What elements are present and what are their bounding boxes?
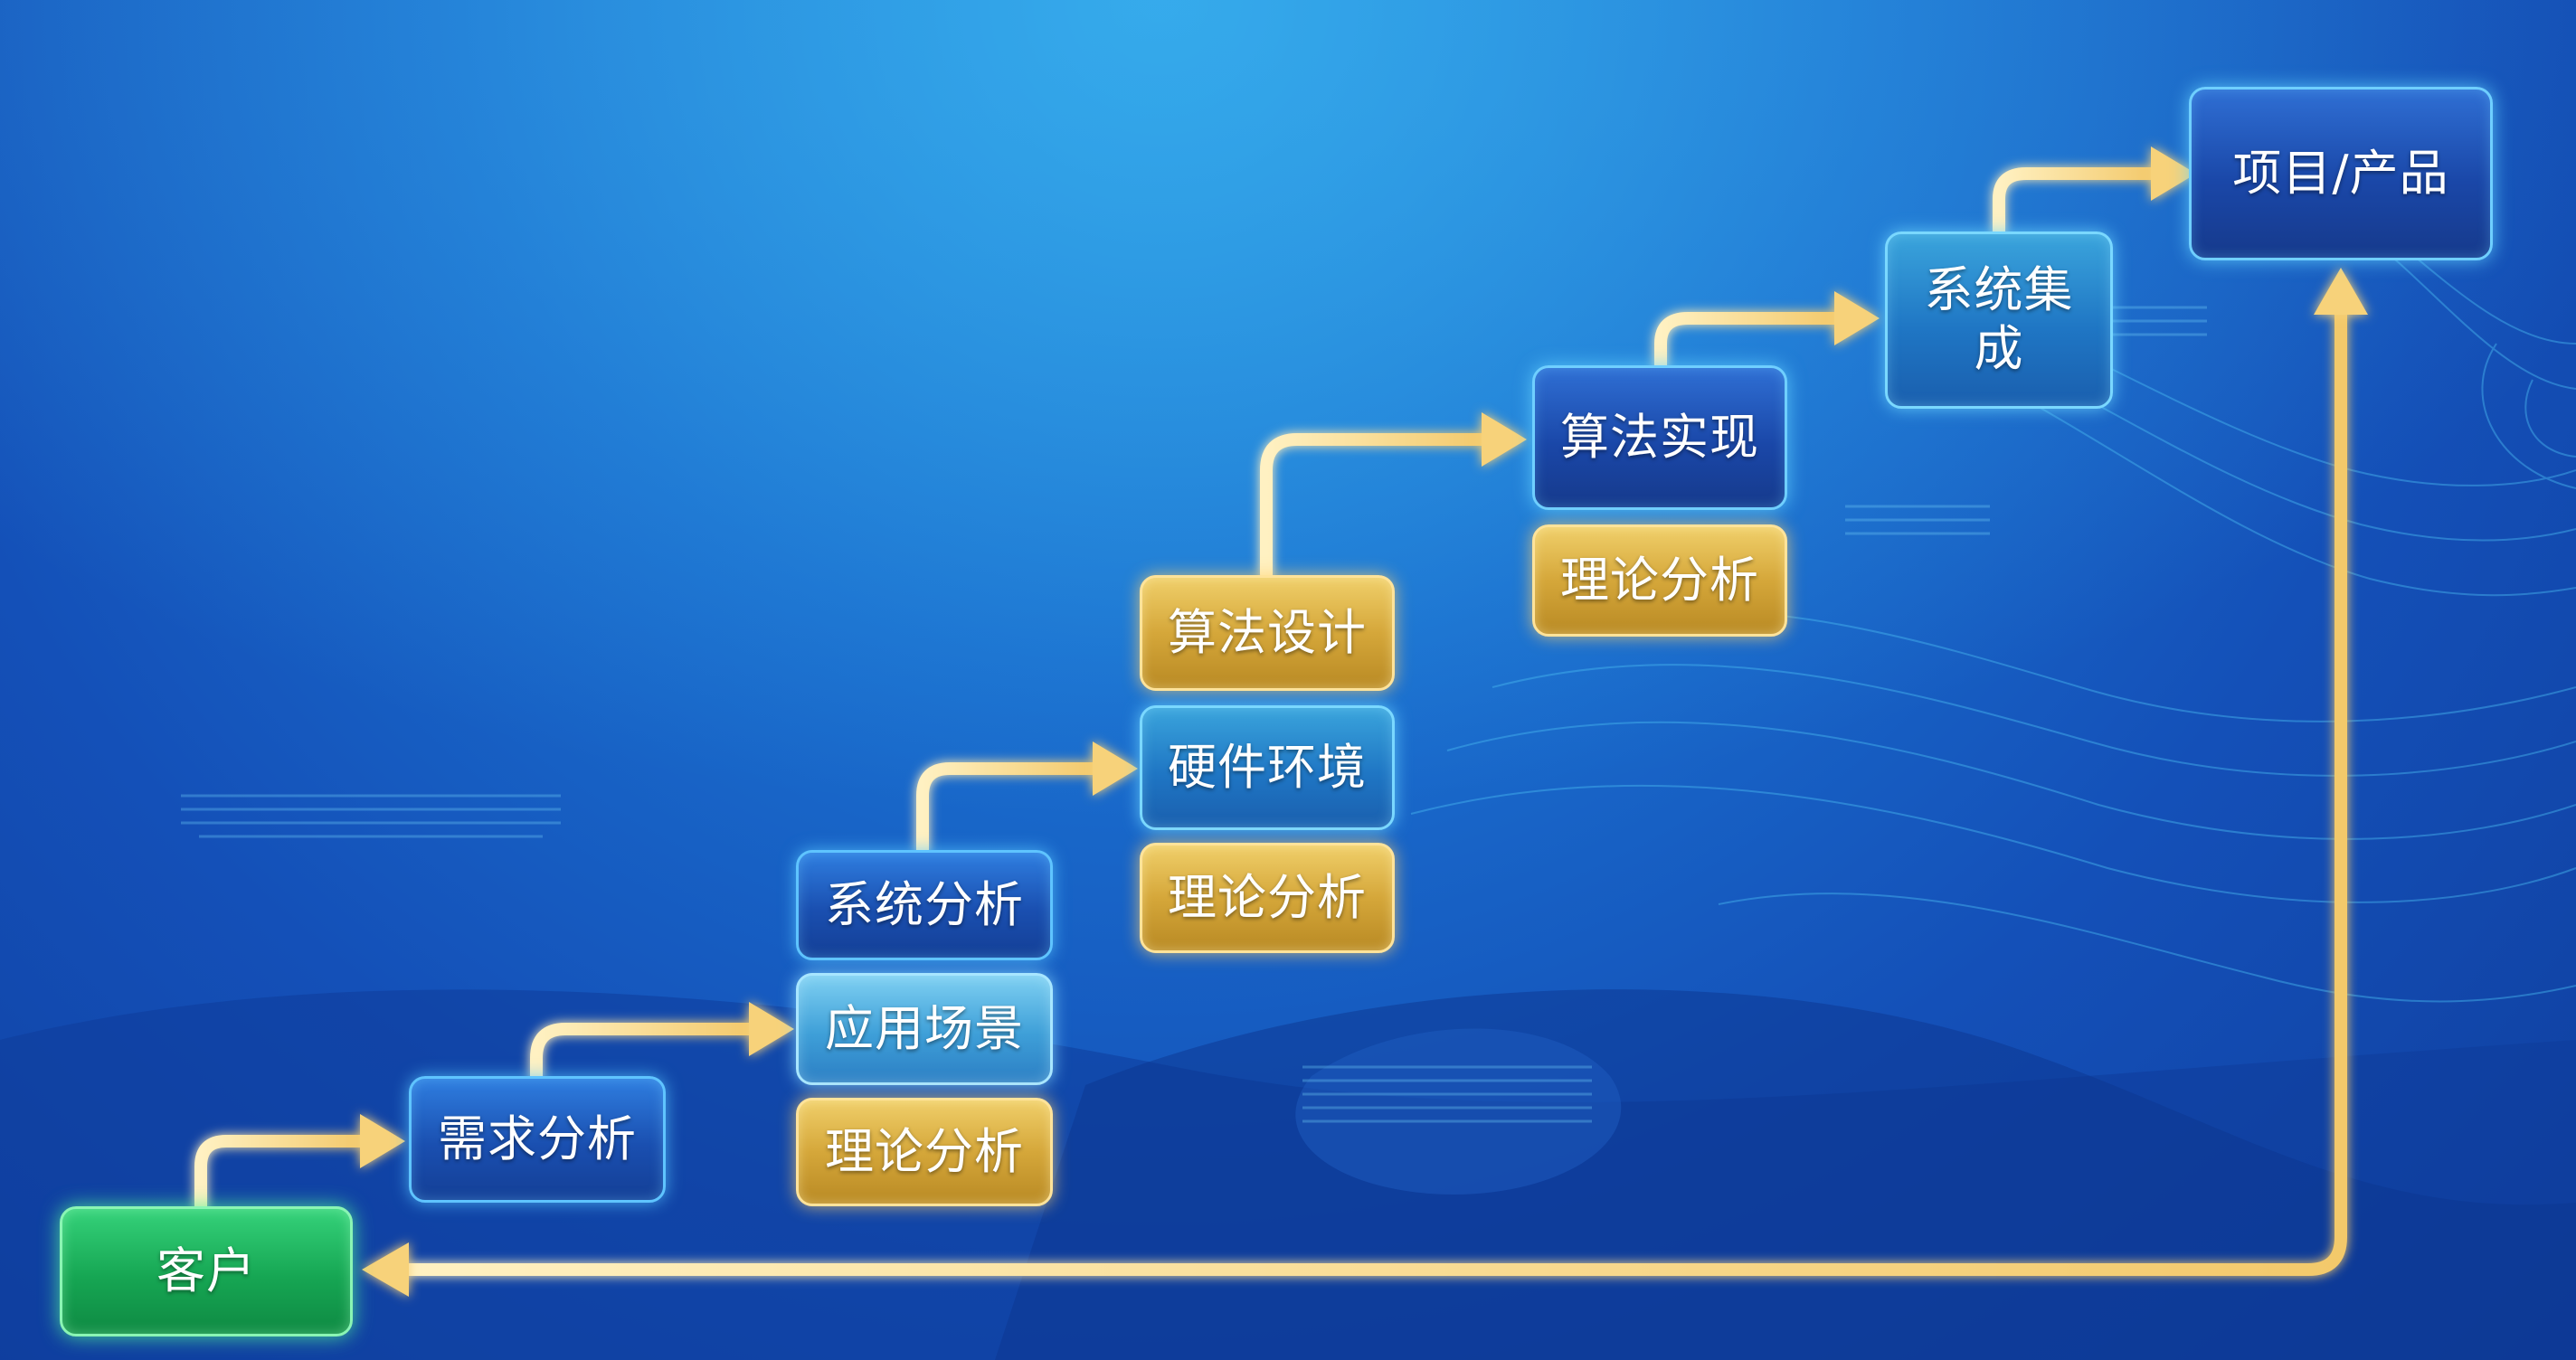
arrowhead-hardware bbox=[1093, 741, 1138, 796]
node-customer: 客户 bbox=[60, 1206, 353, 1336]
arrow-system-to-hardware bbox=[916, 762, 1101, 856]
node-algorithm-implementation-label: 算法实现 bbox=[1560, 408, 1759, 466]
node-algorithm-design: 算法设计 bbox=[1140, 575, 1395, 691]
arrowhead-product bbox=[2151, 146, 2196, 201]
node-algorithm-implementation: 算法实现 bbox=[1532, 365, 1787, 510]
node-system-integration-label-line2: 成 bbox=[1974, 320, 2024, 377]
node-system-integration: 系统集 成 bbox=[1885, 231, 2113, 409]
node-system-integration-label-line1: 系统集 bbox=[1924, 261, 2074, 319]
node-project-product: 项目/产品 bbox=[2189, 87, 2493, 260]
node-theory-analysis-2-label: 理论分析 bbox=[1168, 868, 1367, 926]
node-hardware-environment: 硬件环境 bbox=[1140, 705, 1395, 830]
node-system-analysis-label: 系统分析 bbox=[825, 875, 1024, 933]
arrowhead-product-up bbox=[2314, 268, 2368, 315]
node-application-scenario-label: 应用场景 bbox=[825, 999, 1024, 1057]
node-theory-analysis-3: 理论分析 bbox=[1532, 524, 1787, 637]
arrow-product-to-customer bbox=[401, 292, 2347, 1276]
arrow-design-to-implementation bbox=[1260, 433, 1490, 581]
arrowhead-customer bbox=[362, 1242, 409, 1297]
arrowhead-implementation bbox=[1482, 412, 1527, 467]
arrowhead-requirement bbox=[360, 1114, 405, 1168]
arrow-customer-to-requirement bbox=[194, 1135, 368, 1213]
arrow-requirement-to-scenario bbox=[530, 1023, 757, 1082]
node-requirement-analysis-label: 需求分析 bbox=[438, 1110, 637, 1167]
node-application-scenario: 应用场景 bbox=[796, 973, 1053, 1085]
node-theory-analysis-1-label: 理论分析 bbox=[825, 1122, 1024, 1180]
node-theory-analysis-2: 理论分析 bbox=[1140, 843, 1395, 953]
arrowhead-scenario bbox=[749, 1002, 794, 1056]
node-hardware-environment-label: 硬件环境 bbox=[1168, 738, 1367, 796]
arrowhead-integration bbox=[1834, 291, 1880, 345]
node-theory-analysis-1: 理论分析 bbox=[796, 1098, 1053, 1206]
arrow-integration-to-product bbox=[1993, 167, 2159, 237]
node-theory-analysis-3-label: 理论分析 bbox=[1560, 551, 1759, 609]
node-customer-label: 客户 bbox=[156, 1242, 256, 1299]
arrow-implementation-to-integration bbox=[1654, 312, 1842, 372]
node-requirement-analysis: 需求分析 bbox=[409, 1076, 666, 1203]
node-system-analysis: 系统分析 bbox=[796, 850, 1053, 960]
node-algorithm-design-label: 算法设计 bbox=[1168, 603, 1367, 661]
node-project-product-label: 项目/产品 bbox=[2232, 144, 2449, 202]
